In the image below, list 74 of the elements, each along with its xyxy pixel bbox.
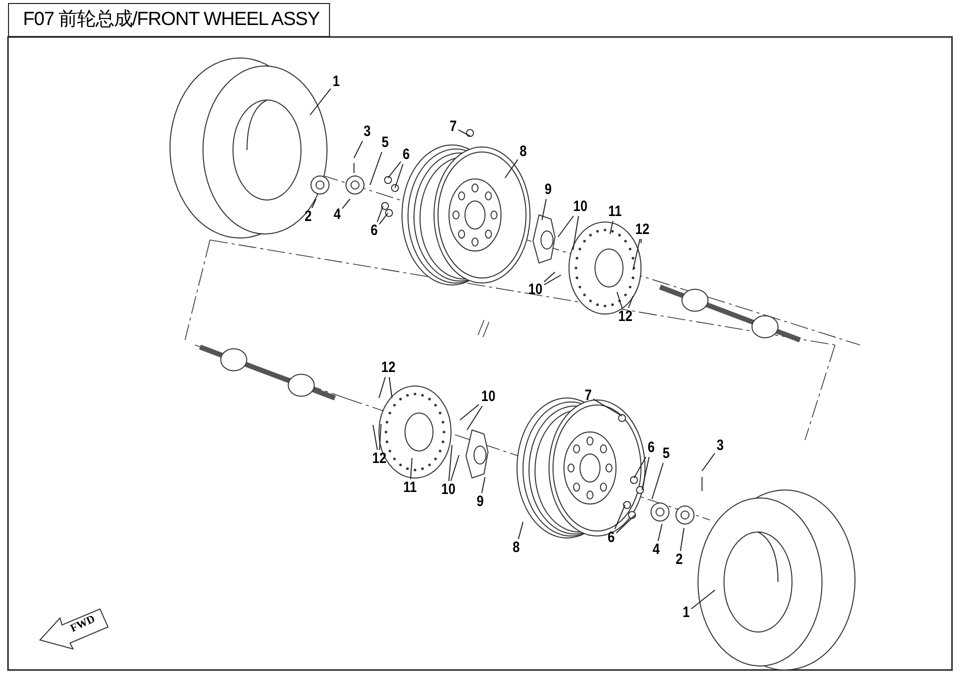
leader-line bbox=[481, 476, 486, 494]
callout-number: 11 bbox=[402, 480, 418, 495]
leader-line bbox=[458, 129, 470, 136]
callout-number: 3 bbox=[716, 438, 725, 453]
leader-line bbox=[544, 274, 562, 286]
leader-line bbox=[388, 161, 402, 178]
leader-line bbox=[542, 198, 547, 220]
leader-line bbox=[610, 220, 614, 234]
leader-line bbox=[634, 456, 646, 478]
callout-number: 3 bbox=[362, 124, 372, 139]
callout-number: 1 bbox=[682, 605, 691, 620]
leader-line bbox=[614, 504, 626, 530]
leader-line bbox=[394, 164, 404, 188]
leader-line bbox=[680, 528, 684, 552]
leader-line bbox=[632, 238, 640, 270]
leader-line bbox=[378, 212, 388, 225]
leader-line bbox=[376, 206, 384, 222]
callout-number: 12 bbox=[370, 451, 387, 466]
callout-number: 10 bbox=[440, 482, 456, 497]
callout-number: 7 bbox=[448, 119, 458, 134]
leader-line bbox=[460, 404, 480, 420]
leader-line bbox=[558, 216, 574, 238]
leader-line bbox=[342, 198, 350, 210]
callout-number: 4 bbox=[652, 542, 661, 557]
leader-line bbox=[378, 376, 386, 398]
leader-line bbox=[616, 292, 623, 308]
callout-number: 1 bbox=[332, 74, 341, 89]
leader-line bbox=[372, 424, 378, 450]
leader-line bbox=[572, 216, 580, 250]
callout-number: 8 bbox=[518, 144, 528, 159]
callout-number: 5 bbox=[380, 135, 390, 150]
leader-line bbox=[450, 454, 460, 482]
leader-line bbox=[310, 88, 332, 116]
callout-number: 11 bbox=[607, 204, 623, 219]
callout-number: 6 bbox=[402, 147, 411, 162]
leader-line bbox=[466, 406, 483, 430]
leader-line bbox=[518, 522, 524, 540]
leader-line bbox=[448, 444, 452, 482]
callout-number: 9 bbox=[544, 182, 553, 197]
leader-line bbox=[702, 452, 716, 472]
callout-number: 6 bbox=[370, 223, 379, 238]
callout-number: 5 bbox=[662, 446, 671, 461]
leader-line bbox=[379, 424, 382, 450]
callout-number: 2 bbox=[304, 209, 313, 224]
callout-number: 10 bbox=[526, 282, 543, 297]
leader-line bbox=[370, 152, 382, 186]
leader-line bbox=[312, 198, 316, 208]
leader-line bbox=[640, 238, 642, 244]
callout-number: 9 bbox=[476, 494, 485, 509]
callout-number: 10 bbox=[480, 389, 496, 404]
leader-line bbox=[628, 296, 634, 308]
callout-number: 2 bbox=[674, 552, 684, 567]
leader-line bbox=[616, 514, 636, 534]
callout-number: 4 bbox=[332, 207, 342, 222]
callout-number: 12 bbox=[634, 222, 650, 237]
leader-line bbox=[504, 159, 518, 178]
callout-number: 6 bbox=[606, 530, 616, 545]
leader-line bbox=[354, 140, 363, 158]
callout-number: 10 bbox=[572, 199, 588, 214]
leader-line bbox=[410, 458, 412, 480]
leader-line bbox=[658, 524, 662, 542]
callout-number: 12 bbox=[380, 360, 396, 375]
leader-line bbox=[544, 272, 556, 282]
callout-number: 6 bbox=[646, 440, 656, 455]
callout-number: 7 bbox=[584, 388, 593, 403]
leader-line bbox=[652, 462, 664, 500]
leader-line bbox=[592, 398, 622, 416]
direction-label: FWD bbox=[68, 613, 97, 635]
title: F07 前轮总成/FRONT WHEEL ASSY bbox=[8, 3, 330, 37]
callout-number: 12 bbox=[616, 309, 633, 324]
callout-number: 8 bbox=[512, 540, 521, 555]
leader-line bbox=[642, 456, 650, 490]
leader-line bbox=[690, 590, 716, 610]
leader-line bbox=[388, 376, 392, 398]
